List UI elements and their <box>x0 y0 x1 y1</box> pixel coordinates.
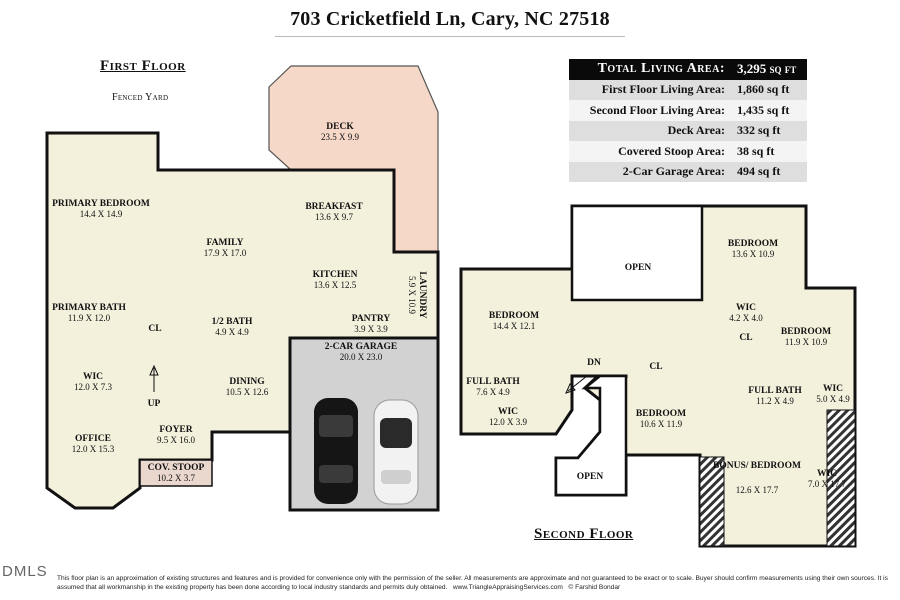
room-label: OFFICE <box>75 434 111 444</box>
first-floor-title: First Floor <box>100 58 186 74</box>
room-dims: 13.6 X 9.7 <box>315 212 353 222</box>
website-link[interactable]: www.TriangleAppraisingServices.com <box>452 584 563 591</box>
area-row-total: Total Living Area: 3,295 sq ft <box>569 59 807 80</box>
room-dims: 5.9 X 10.9 <box>407 276 417 314</box>
title-divider <box>275 36 625 37</box>
area-summary-table: Total Living Area: 3,295 sq ft First Flo… <box>569 59 807 182</box>
area-row-garage: 2-Car Garage Area: 494 sq ft <box>569 161 807 182</box>
room-label: 2-CAR GARAGE <box>325 342 398 352</box>
room-dims: 9.5 X 16.0 <box>157 435 195 445</box>
room-dims: 4.2 X 4.0 <box>729 313 763 323</box>
room-dims: 23.5 X 9.9 <box>321 132 359 142</box>
room-dims: 11.2 X 4.9 <box>756 396 794 406</box>
area-row-second-floor: Second Floor Living Area: 1,435 sq ft <box>569 100 807 121</box>
room-label: WIC <box>736 303 756 313</box>
area-label: Covered Stoop Area: <box>618 143 725 158</box>
room-label: CL <box>148 324 161 334</box>
area-value: 38 sq ft <box>737 143 775 158</box>
room-dims: 4.9 X 4.9 <box>215 327 249 337</box>
room-label: WIC <box>83 372 103 382</box>
area-value: 1,435 sq ft <box>737 102 790 117</box>
room-label: BEDROOM <box>489 311 539 321</box>
room-label: UP <box>148 399 161 409</box>
car-black <box>314 398 358 504</box>
area-value: 332 sq ft <box>737 123 781 138</box>
stair-down-arrow <box>565 375 588 394</box>
disclaimer: This floor plan is an approximation of e… <box>57 574 897 592</box>
room-dims: 5.0 X 4.9 <box>816 394 850 404</box>
room-dims: 10.2 X 3.7 <box>157 473 195 483</box>
area-row-first-floor: First Floor Living Area: 1,860 sq ft <box>569 79 807 100</box>
room-label: PRIMARY BATH <box>52 303 126 313</box>
room-dims: 12.0 X 15.3 <box>72 444 115 454</box>
room-dims: 3.9 X 3.9 <box>354 324 388 334</box>
area-value: 1,860 sq ft <box>737 82 790 97</box>
room-label: 1/2 BATH <box>212 317 253 327</box>
room-label: KITCHEN <box>313 270 358 280</box>
room-dims: 13.6 X 12.5 <box>314 280 357 290</box>
room-dims: 10.5 X 12.6 <box>226 387 269 397</box>
room-dims: 7.6 X 4.9 <box>476 387 510 397</box>
room-label: OPEN <box>625 263 652 273</box>
area-label: 2-Car Garage Area: <box>622 164 725 179</box>
room-label: FULL BATH <box>466 377 520 387</box>
room-dims: 10.6 X 11.9 <box>640 419 683 429</box>
room-label: CL <box>739 333 752 343</box>
area-label: Total Living Area: <box>597 61 725 77</box>
address-title: 703 Cricketfield Ln, Cary, NC 27518 <box>290 8 610 30</box>
mls-logo: DMLS <box>2 563 48 580</box>
room-label: FOYER <box>159 425 192 435</box>
area-label: Deck Area: <box>667 123 725 138</box>
room-label: CL <box>649 362 662 372</box>
stair-up-arrow <box>149 364 159 392</box>
area-label: First Floor Living Area: <box>601 82 725 97</box>
area-value: 494 sq ft <box>737 164 781 179</box>
area-row-deck: Deck Area: 332 sq ft <box>569 120 807 141</box>
room-label: BREAKFAST <box>305 202 363 212</box>
room-label: DECK <box>326 122 354 132</box>
room-dims: 14.4 X 14.9 <box>80 209 123 219</box>
room-dims: 11.9 X 10.9 <box>785 337 828 347</box>
room-label: BONUS/ BEDROOM <box>713 461 801 471</box>
room-dims: 7.0 X 17.7 <box>808 479 846 489</box>
fenced-yard-note: Fenced Yard <box>112 92 169 103</box>
car-white <box>373 399 419 505</box>
room-label: FAMILY <box>207 238 244 248</box>
area-label: Second Floor Living Area: <box>589 102 725 117</box>
room-label: COV. STOOP <box>148 463 205 473</box>
room-dims: 12.6 X 17.7 <box>736 485 779 495</box>
room-label: PRIMARY BEDROOM <box>52 199 150 209</box>
room-label: WIC <box>498 407 518 417</box>
room-dims: 12.0 X 3.9 <box>489 417 527 427</box>
room-label: PANTRY <box>352 314 391 324</box>
room-label: WIC <box>817 469 837 479</box>
room-dims: 17.9 X 17.0 <box>204 248 247 258</box>
room-dims: 13.6 X 10.9 <box>732 249 775 259</box>
second-floor-title: Second Floor <box>534 526 634 542</box>
room-label: BEDROOM <box>781 327 831 337</box>
room-label: OPEN <box>577 472 604 482</box>
area-value: 3,295 sq ft <box>737 61 797 77</box>
room-label: WIC <box>823 384 843 394</box>
room-label: FULL BATH <box>748 386 802 396</box>
covered-stoop-area <box>139 459 213 487</box>
room-dims: 11.9 X 12.0 <box>68 313 111 323</box>
knee-wall-hatch-left <box>699 456 725 547</box>
room-label: BEDROOM <box>636 409 686 419</box>
room-dims: 14.4 X 12.1 <box>493 321 536 331</box>
room-dims: 20.0 X 23.0 <box>340 352 383 362</box>
room-label: BEDROOM <box>728 239 778 249</box>
room-dims: 12.0 X 7.3 <box>74 382 112 392</box>
area-row-stoop: Covered Stoop Area: 38 sq ft <box>569 141 807 162</box>
room-label: DN <box>587 358 601 368</box>
open-to-below-bottom <box>554 374 628 497</box>
room-label: LAUNDRY <box>417 271 427 318</box>
disclaimer-text: This floor plan is an approximation of e… <box>57 575 888 591</box>
copyright: © Farshid Bondar <box>568 584 621 591</box>
room-label: DINING <box>229 377 265 387</box>
knee-wall-hatch-right <box>826 409 856 547</box>
open-to-below-top <box>570 204 704 302</box>
